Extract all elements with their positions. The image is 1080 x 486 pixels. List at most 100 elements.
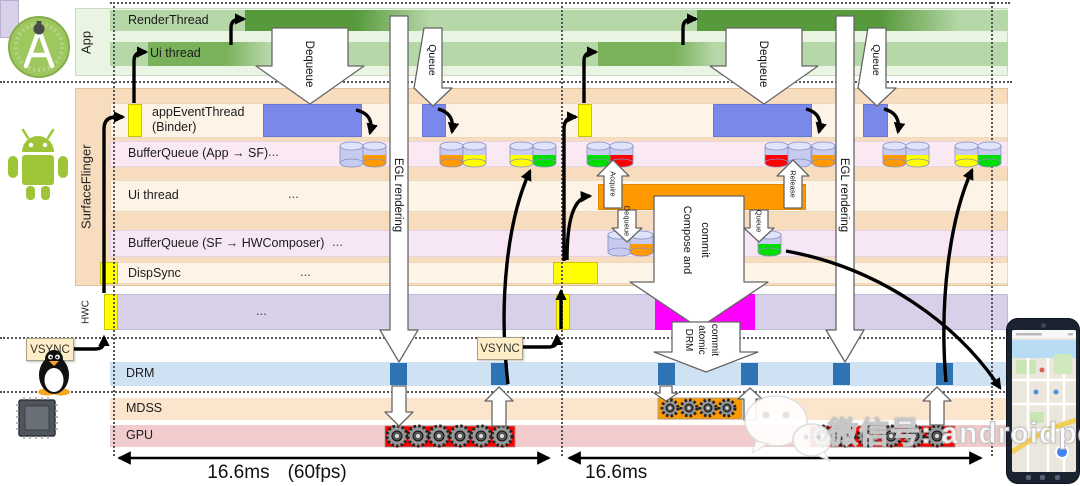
dequeue-small-label: Dequeue	[623, 206, 632, 236]
ellipsis: ...	[288, 186, 299, 201]
white-flow-arrows	[255, 15, 952, 427]
buffer-cylinder-icon	[954, 141, 979, 168]
android-studio-icon	[8, 16, 70, 78]
wechat-icon	[744, 395, 832, 463]
phone-mockup	[1006, 318, 1080, 484]
compose-label: Compose and	[681, 206, 693, 275]
ui-thread-busy-segment	[598, 42, 715, 66]
vsync-to-binder-arrow	[102, 111, 126, 293]
buffer-cylinders	[339, 141, 1002, 257]
uithread-to-renderthread-arrow	[229, 13, 247, 45]
frame2-duration-label: 16.6ms	[585, 462, 648, 483]
dispsync-label: DispSync	[128, 266, 181, 280]
dispsync-to-binder-arrow	[562, 111, 579, 261]
mdss-label: MDSS	[126, 401, 163, 415]
drm-atomic-label: atomic	[696, 325, 707, 354]
drm-to-gpu-arrow	[384, 385, 414, 427]
drm-atomic-commit-arrow	[653, 321, 759, 373]
bufferqueue-sf-hwc-lane	[110, 230, 1008, 257]
vsync-segment	[578, 104, 592, 137]
buffer-cylinder-icon	[532, 141, 557, 168]
dispsync-to-compose-arrow	[565, 190, 593, 261]
buffer-cylinder-icon	[509, 141, 534, 168]
binder-to-uithread-arrow	[132, 46, 149, 103]
divider-dotted	[0, 81, 1012, 83]
dequeue-small-arrow	[611, 209, 643, 243]
phone-nav-buttons	[1007, 475, 1079, 480]
phone-screen-map	[1012, 330, 1076, 472]
vsync-callout: VSYNC	[477, 337, 523, 360]
buffer-cylinder-icon	[629, 230, 654, 257]
hardware-activity-bars	[384, 397, 956, 448]
compose-label: commit	[699, 222, 711, 257]
buffer-cylinder-icon	[586, 141, 611, 168]
frame-boundary-dotted	[561, 2, 563, 456]
buffer-cylinder-icon	[462, 141, 487, 168]
egl-rendering-label: EGL rendering	[392, 158, 404, 232]
buffer-cylinder-icon	[362, 141, 387, 168]
egl-rendering-arrow	[825, 15, 865, 363]
dequeue-arrow	[255, 27, 365, 105]
bufferqueue-app-sf-lane	[110, 141, 1008, 167]
drm-to-mdss-arrow	[653, 385, 679, 402]
watermark-text: 微信号: androidperf	[827, 416, 1080, 450]
release-label: Release	[789, 170, 798, 198]
chip-icon	[16, 397, 58, 439]
ellipsis: ...	[332, 234, 343, 249]
gpu-to-drm-arrow	[484, 386, 514, 427]
binder-busy-segment	[263, 104, 362, 137]
egl-rendering-label: EGL rendering	[838, 158, 850, 232]
queue-arrow	[413, 27, 453, 107]
drm-atomic-label: commit	[709, 324, 720, 356]
android-robot-icon	[8, 128, 68, 200]
bufferqueue-sf-hwc-label: BufferQueue (SF → HWComposer)	[128, 236, 325, 250]
compose-commit-arrow	[629, 195, 769, 329]
gpu-to-drm-arrow	[922, 386, 952, 426]
binder-to-buffer-arrow	[805, 107, 827, 135]
app-event-thread-label: appEventThread (Binder)	[152, 105, 245, 134]
uithread-to-renderthread-arrow	[681, 13, 699, 45]
acquire-label: Acquire	[609, 171, 618, 196]
renderthread-busy-segment	[245, 10, 430, 31]
binder-to-buffer-arrow	[883, 107, 906, 135]
vsync-segment	[128, 104, 142, 137]
vsync-to-hwc-arrow	[70, 334, 110, 351]
binder-to-uithread-arrow	[582, 46, 599, 103]
ellipsis: ...	[300, 264, 311, 279]
buffer-cylinder-icon	[339, 141, 364, 168]
dequeue-arrow	[709, 27, 819, 105]
binder-busy-segment	[713, 104, 812, 137]
buffer-cylinder-icon	[439, 141, 464, 168]
renderthread-busy-segment	[697, 10, 960, 31]
app-event-thread-lane	[110, 103, 1008, 138]
sf-ui-thread-lane	[110, 180, 1008, 212]
egl-rendering-arrow	[379, 15, 419, 363]
divider-dotted	[0, 391, 1012, 393]
binder-to-buffer-arrow	[437, 107, 460, 135]
divider-dotted	[110, 2, 1010, 4]
queue-small-label: Queue	[755, 210, 764, 233]
buffer-cylinder-icon	[764, 141, 789, 168]
drm-commit-segment	[491, 363, 508, 385]
acquire-arrow	[596, 159, 630, 209]
queue-label: Queue	[426, 44, 438, 76]
drm-commit-segments	[390, 363, 953, 385]
queue-arrow	[857, 27, 897, 107]
buffer-cylinder-icon	[882, 141, 907, 168]
drm-lane	[110, 362, 1008, 386]
release-arrow	[776, 159, 810, 209]
drm-commit-segment	[390, 363, 407, 385]
drm-commit-segment	[658, 363, 675, 385]
renderthread-label: RenderThread	[128, 13, 209, 27]
frame1-duration-label: 16.6ms(60fps)	[207, 462, 347, 483]
buffer-cylinder-icon	[811, 141, 836, 168]
white-arrow-labels: Dequeue Dequeue Queue Queue EGL renderin…	[303, 41, 882, 357]
drm-commit-segment	[833, 363, 850, 385]
buffer-to-display-arrow	[785, 249, 1002, 390]
vsync-to-hwc-arrow	[520, 333, 563, 349]
ui-thread-label: Ui thread	[150, 46, 201, 60]
drm-label: DRM	[126, 366, 155, 380]
drm-to-buffer-release-arrow	[942, 167, 974, 383]
